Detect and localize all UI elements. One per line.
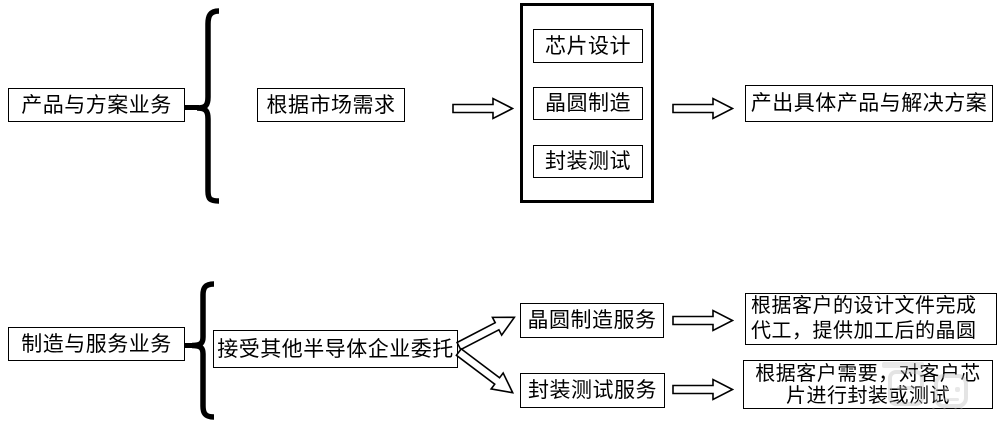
process-step-package-test-box: 封装测试 [533, 145, 643, 178]
wafer-service-label: 晶圆制造服务 [527, 308, 657, 333]
wafer-service-result-text: 根据客户的设计文件完成代工，提供加工后的晶圆 [751, 295, 977, 342]
process-step-chip-design-label: 芯片设计 [545, 33, 631, 58]
process-step-wafer-fab-label: 晶圆制造 [545, 91, 631, 116]
service-brace-connector [184, 343, 199, 348]
service-category-label: 制造与服务业务 [21, 331, 172, 356]
flow-arrow-to-wafer-service [453, 306, 521, 356]
package-service-box: 封装测试服务 [520, 373, 665, 408]
wafer-service-box: 晶圆制造服务 [520, 303, 664, 338]
product-output-box: 产出具体产品与解决方案 [745, 85, 993, 122]
market-demand-box: 根据市场需求 [257, 88, 405, 122]
flow-arrow-package-service-result [672, 378, 734, 401]
flow-arrow-process-to-output [672, 97, 734, 120]
service-category-box: 制造与服务业务 [8, 327, 185, 361]
package-service-result-box: 根据客户需要，对客户芯片进行封装或测试 [743, 360, 993, 409]
flow-arrow-demand-to-process [452, 97, 514, 120]
flow-arrow-to-package-service [451, 342, 521, 402]
market-demand-label: 根据市场需求 [266, 92, 396, 117]
wafer-service-result-box: 根据客户的设计文件完成代工，提供加工后的晶圆 [745, 293, 997, 345]
service-brace [189, 281, 216, 420]
accept-commission-label: 接受其他半导体企业委托 [217, 336, 454, 361]
product-output-label: 产出具体产品与解决方案 [750, 91, 988, 116]
product-brace [194, 8, 221, 204]
accept-commission-box: 接受其他半导体企业委托 [213, 330, 458, 368]
process-step-wafer-fab-box: 晶圆制造 [533, 87, 643, 120]
process-step-package-test-label: 封装测试 [545, 149, 631, 174]
package-service-label: 封装测试服务 [528, 378, 657, 403]
package-service-result-text: 根据客户需要，对客户芯片进行封装或测试 [755, 362, 981, 407]
product-brace-connector [184, 105, 199, 110]
product-category-box: 产品与方案业务 [8, 88, 185, 122]
product-category-label: 产品与方案业务 [21, 92, 172, 117]
flow-arrow-wafer-service-result [672, 309, 734, 332]
process-step-chip-design-box: 芯片设计 [533, 29, 643, 63]
